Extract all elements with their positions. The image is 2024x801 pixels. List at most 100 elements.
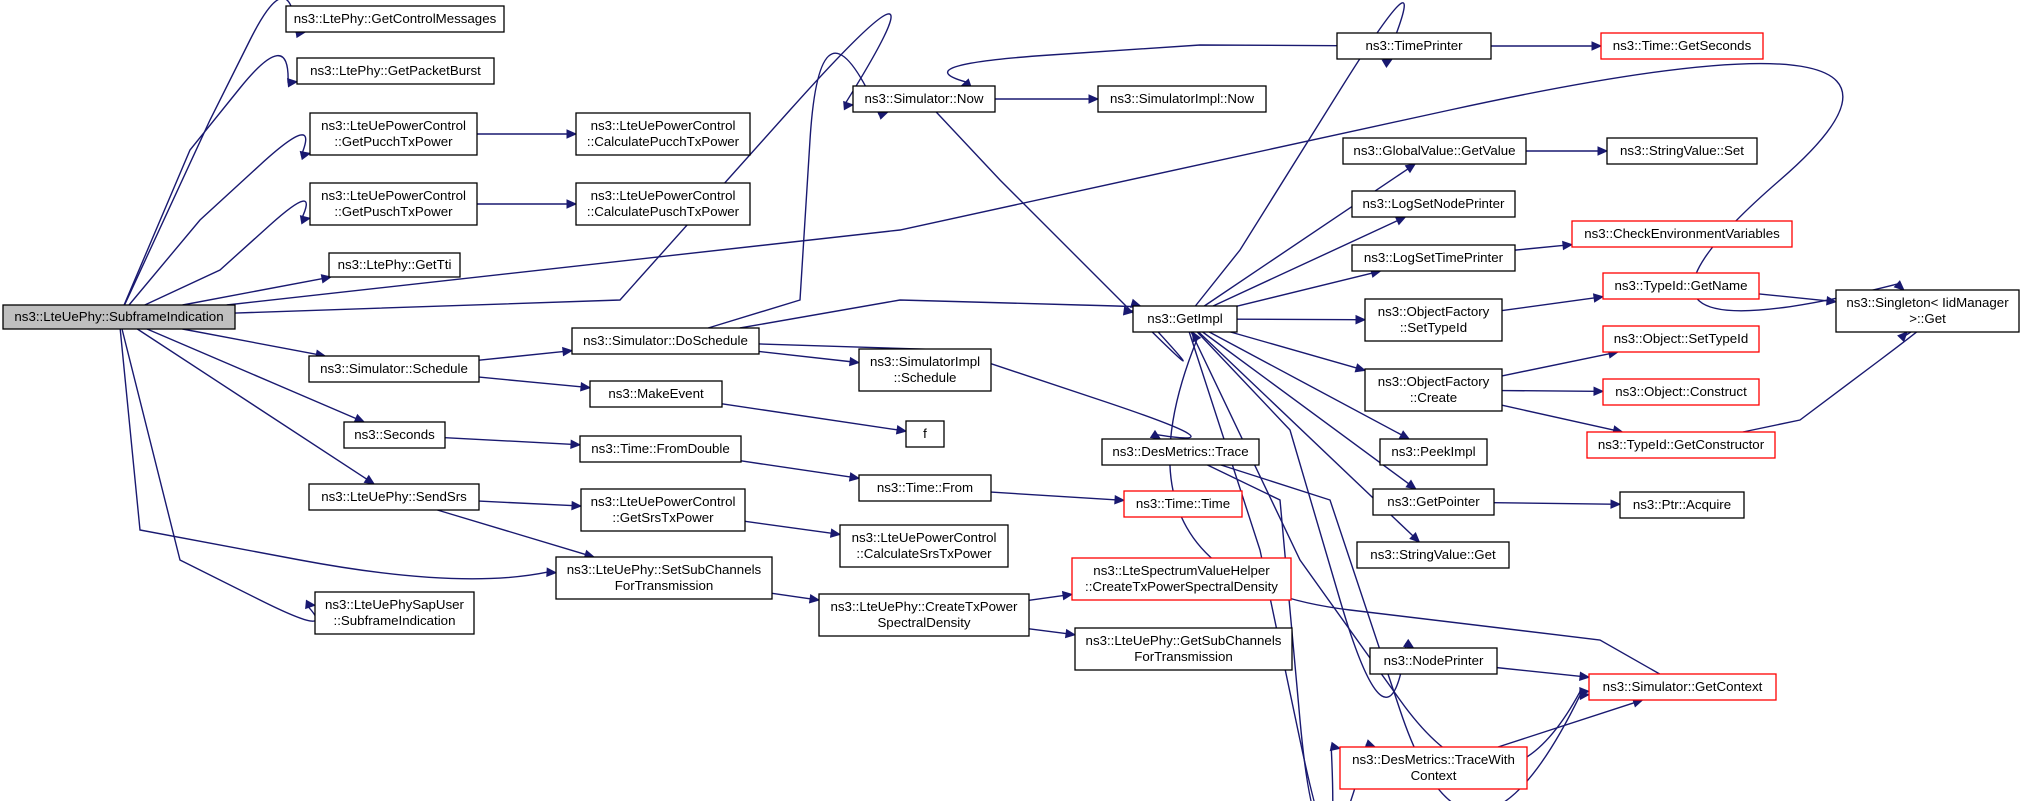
node-box[interactable] (575, 112, 751, 156)
node-implNow[interactable]: ns3::SimulatorImpl::Now (1097, 85, 1267, 113)
node-box[interactable] (1342, 137, 1527, 165)
node-peekImpl[interactable]: ns3::PeekImpl (1379, 438, 1488, 466)
node-svGet[interactable]: ns3::StringValue::Get (1356, 541, 1510, 569)
node-seconds[interactable]: ns3::Seconds (343, 421, 446, 449)
node-createTx[interactable]: ns3::LteUePhy::CreateTxPowerSpectralDens… (818, 593, 1030, 637)
node-box[interactable] (1602, 272, 1760, 300)
node-box[interactable] (852, 85, 996, 113)
node-box[interactable] (1372, 488, 1495, 516)
node-box[interactable] (1571, 220, 1793, 248)
node-getPucch[interactable]: ns3::LteUePowerControl::GetPucchTxPower (309, 112, 478, 156)
node-calcSrs[interactable]: ns3::LteUePowerControl::CalculateSrsTxPo… (839, 524, 1009, 568)
node-box[interactable] (2, 304, 236, 330)
node-box[interactable] (309, 182, 478, 226)
node-box[interactable] (1364, 368, 1503, 412)
node-box[interactable] (1600, 32, 1764, 60)
node-ofCreate[interactable]: ns3::ObjectFactory::Create (1364, 368, 1503, 412)
node-getPktBurst[interactable]: ns3::LtePhy::GetPacketBurst (296, 57, 495, 85)
node-box[interactable] (905, 420, 945, 448)
node-spectrumHelp[interactable]: ns3::LteSpectrumValueHelper::CreateTxPow… (1071, 557, 1292, 601)
node-box[interactable] (1602, 378, 1760, 406)
node-logNode[interactable]: ns3::LogSetNodePrinter (1351, 190, 1516, 218)
node-simCtx[interactable]: ns3::Simulator::GetContext (1588, 673, 1777, 701)
node-getTti[interactable]: ns3::LtePhy::GetTti (328, 252, 461, 278)
node-getPointer[interactable]: ns3::GetPointer (1372, 488, 1495, 516)
node-box[interactable] (579, 435, 742, 463)
node-timeTime[interactable]: ns3::Time::Time (1123, 490, 1243, 518)
node-box[interactable] (1074, 627, 1293, 671)
node-box[interactable] (858, 474, 992, 502)
node-objSetType[interactable]: ns3::Object::SetTypeId (1602, 325, 1760, 353)
node-box[interactable] (308, 483, 480, 511)
node-sapUser[interactable]: ns3::LteUePhySapUser::SubframeIndication (314, 591, 475, 635)
node-box[interactable] (589, 380, 723, 408)
node-setSub[interactable]: ns3::LteUePhy::SetSubChannelsForTransmis… (555, 556, 773, 600)
node-schedule[interactable]: ns3::Simulator::Schedule (308, 355, 480, 383)
node-box[interactable] (555, 556, 773, 600)
node-getImpl[interactable]: ns3::GetImpl (1132, 305, 1238, 333)
node-box[interactable] (1336, 32, 1492, 60)
node-objConstr[interactable]: ns3::Object::Construct (1602, 378, 1760, 406)
node-timeFrom[interactable]: ns3::Time::From (858, 474, 992, 502)
node-checkEnv[interactable]: ns3::CheckEnvironmentVariables (1571, 220, 1793, 248)
node-box[interactable] (575, 182, 751, 226)
node-f[interactable]: f (905, 420, 945, 448)
node-box[interactable] (1351, 244, 1516, 272)
node-box[interactable] (839, 524, 1009, 568)
node-box[interactable] (571, 327, 760, 355)
node-box[interactable] (1369, 647, 1498, 675)
node-box[interactable] (1586, 431, 1776, 459)
node-box[interactable] (1619, 491, 1745, 519)
node-box[interactable] (296, 57, 495, 85)
node-box[interactable] (1351, 190, 1516, 218)
node-fromDouble[interactable]: ns3::Time::FromDouble (579, 435, 742, 463)
node-getPusch[interactable]: ns3::LteUePowerControl::GetPuschTxPower (309, 182, 478, 226)
node-box[interactable] (1379, 438, 1488, 466)
node-makeEvent[interactable]: ns3::MakeEvent (589, 380, 723, 408)
node-box[interactable] (1071, 557, 1292, 601)
node-box[interactable] (308, 355, 480, 383)
node-singleton[interactable]: ns3::Singleton< IidManager >::Get (1835, 289, 2020, 333)
node-box[interactable] (818, 593, 1030, 637)
node-box[interactable] (309, 112, 478, 156)
node-calcPucch[interactable]: ns3::LteUePowerControl::CalculatePucchTx… (575, 112, 751, 156)
node-ptrAcq[interactable]: ns3::Ptr::Acquire (1619, 491, 1745, 519)
node-calcPusch[interactable]: ns3::LteUePowerControl::CalculatePuschTx… (575, 182, 751, 226)
node-box[interactable] (858, 348, 992, 392)
node-simNow[interactable]: ns3::Simulator::Now (852, 85, 996, 113)
node-box[interactable] (1588, 673, 1777, 701)
node-box[interactable] (1123, 490, 1243, 518)
node-gvGet[interactable]: ns3::GlobalValue::GetValue (1342, 137, 1527, 165)
node-box[interactable] (1602, 325, 1760, 353)
node-nodePrinter[interactable]: ns3::NodePrinter (1369, 647, 1498, 675)
node-getSeconds[interactable]: ns3::Time::GetSeconds (1600, 32, 1764, 60)
node-box[interactable] (1364, 298, 1503, 342)
node-getSubCh[interactable]: ns3::LteUePhy::GetSubChannelsForTransmis… (1074, 627, 1293, 671)
node-box[interactable] (1606, 137, 1758, 165)
node-getCtrl[interactable]: ns3::LtePhy::GetControlMessages (285, 5, 505, 33)
node-doSchedule[interactable]: ns3::Simulator::DoSchedule (571, 327, 760, 355)
node-svSet[interactable]: ns3::StringValue::Set (1606, 137, 1758, 165)
node-tidName[interactable]: ns3::TypeId::GetName (1602, 272, 1760, 300)
node-implSched[interactable]: ns3::SimulatorImpl::Schedule (858, 348, 992, 392)
node-box[interactable] (314, 591, 475, 635)
node-box[interactable] (1339, 746, 1528, 790)
node-logTime[interactable]: ns3::LogSetTimePrinter (1351, 244, 1516, 272)
node-box[interactable] (343, 421, 446, 449)
node-getSrs[interactable]: ns3::LteUePowerControl::GetSrsTxPower (580, 488, 746, 532)
node-box[interactable] (1356, 541, 1510, 569)
node-sendSrs[interactable]: ns3::LteUePhy::SendSrs (308, 483, 480, 511)
node-box[interactable] (1132, 305, 1238, 333)
node-box[interactable] (1097, 85, 1267, 113)
node-root[interactable]: ns3::LteUePhy::SubframeIndication (2, 304, 236, 330)
node-desTrace[interactable]: ns3::DesMetrics::Trace (1101, 438, 1260, 466)
node-tidCtor[interactable]: ns3::TypeId::GetConstructor (1586, 431, 1776, 459)
node-timePrinter[interactable]: ns3::TimePrinter (1336, 32, 1492, 60)
node-box[interactable] (328, 252, 461, 278)
node-ofSetType[interactable]: ns3::ObjectFactory::SetTypeId (1364, 298, 1503, 342)
node-box[interactable] (1101, 438, 1260, 466)
node-box[interactable] (285, 5, 505, 33)
node-box[interactable] (580, 488, 746, 532)
node-box[interactable] (1835, 289, 2020, 333)
